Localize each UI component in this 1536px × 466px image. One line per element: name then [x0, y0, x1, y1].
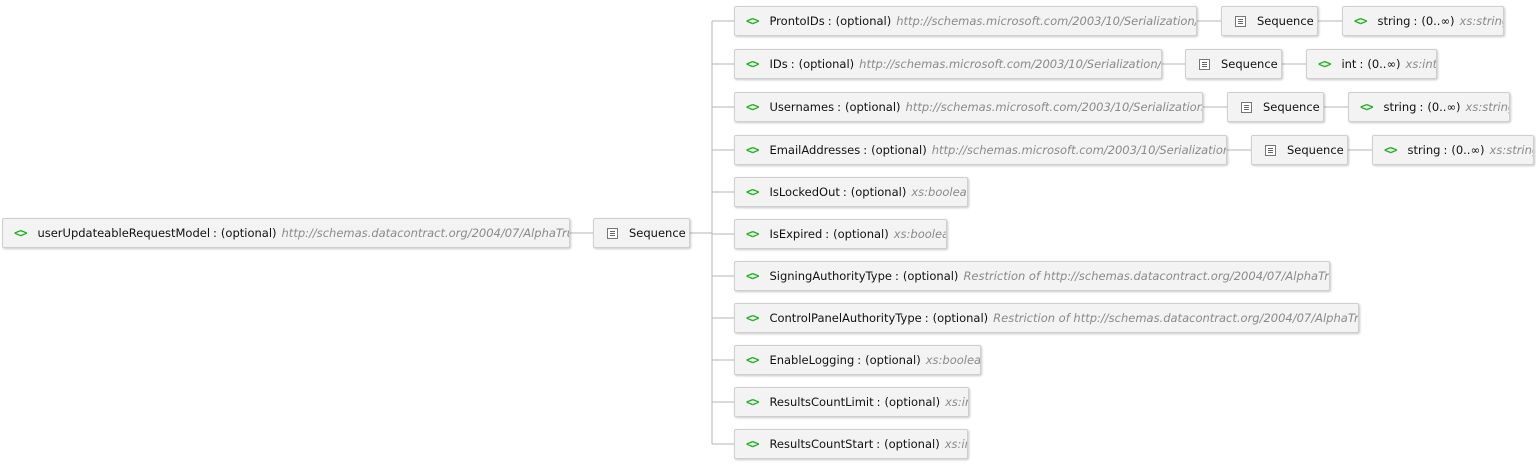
element-node-ids-item[interactable]: <> int : (0..∞) xs:int	[1306, 49, 1437, 79]
element-name: IsLockedOut	[769, 185, 840, 199]
element-occurs: (optional)	[865, 353, 921, 367]
element-node-signingauthoritytype[interactable]: <> SigningAuthorityType : (optional) Res…	[734, 261, 1330, 291]
sequence-icon	[1265, 144, 1276, 156]
sequence-node-emailaddresses[interactable]: Sequence	[1251, 135, 1348, 165]
element-name: string	[1407, 143, 1441, 157]
element-node-emailaddresses[interactable]: <> EmailAddresses : (optional) http://sc…	[734, 135, 1227, 165]
element-icon: <>	[1354, 14, 1367, 28]
element-type: http://schemas.microsoft.com/2003/10/Ser…	[905, 100, 1203, 114]
element-icon: <>	[746, 57, 759, 71]
element-occurs: (0..∞)	[1427, 100, 1461, 114]
element-occurs: (optional)	[884, 437, 940, 451]
element-name: EnableLogging	[769, 353, 855, 367]
element-icon: <>	[1360, 100, 1373, 114]
element-node-emailaddresses-item[interactable]: <> string : (0..∞) xs:string	[1372, 135, 1534, 165]
element-icon: <>	[746, 269, 759, 283]
element-icon: <>	[746, 437, 759, 451]
element-name: Usernames	[769, 100, 835, 114]
element-type: xs:boolean	[893, 227, 946, 241]
element-occurs: (optional)	[844, 100, 901, 114]
element-occurs: (0..∞)	[1367, 57, 1401, 71]
root-element-node[interactable]: <> userUpdateableRequestModel : (optiona…	[2, 218, 570, 248]
sequence-node-usernames[interactable]: Sequence	[1227, 92, 1324, 122]
element-occurs: (optional)	[871, 143, 927, 157]
element-node-resultscountlimit[interactable]: <> ResultsCountLimit : (optional) xs:int	[734, 387, 969, 417]
sequence-icon	[1241, 101, 1252, 113]
element-type: Restriction of http://schemas.datacontra…	[963, 269, 1330, 283]
element-icon: <>	[746, 143, 759, 157]
element-name: userUpdateableRequestModel	[37, 226, 211, 240]
element-icon: <>	[746, 353, 759, 367]
element-icon: <>	[14, 226, 27, 240]
element-occurs: (0..∞)	[1421, 14, 1455, 28]
element-type: xs:int	[1405, 57, 1437, 71]
element-node-controlpanelauthoritytype[interactable]: <> ControlPanelAuthorityType : (optional…	[734, 303, 1359, 333]
element-node-islockedout[interactable]: <> IsLockedOut : (optional) xs:boolean	[734, 177, 968, 207]
element-name: int	[1341, 57, 1357, 71]
element-node-ids[interactable]: <> IDs : (optional) http://schemas.micro…	[734, 49, 1162, 79]
sequence-node-prontoids[interactable]: Sequence	[1221, 6, 1318, 36]
sequence-icon	[1199, 58, 1210, 70]
sequence-icon	[1235, 15, 1246, 27]
element-type: http://schemas.datacontract.org/2004/07/…	[281, 226, 570, 240]
element-node-enablelogging[interactable]: <> EnableLogging : (optional) xs:boolean	[734, 345, 981, 375]
element-node-isexpired[interactable]: <> IsExpired : (optional) xs:boolean	[734, 219, 947, 249]
element-type: Restriction of http://schemas.datacontra…	[993, 311, 1359, 325]
element-icon: <>	[746, 100, 759, 114]
element-type: xs:string	[1489, 143, 1533, 157]
element-occurs: (optional)	[835, 14, 892, 28]
element-type: xs:int	[944, 437, 967, 451]
element-name: ProntoIDs	[769, 14, 825, 28]
element-type: http://schemas.microsoft.com/2003/10/Ser…	[859, 57, 1162, 71]
element-icon: <>	[1318, 57, 1331, 71]
element-node-prontoids[interactable]: <> ProntoIDs : (optional) http://schemas…	[734, 6, 1197, 36]
element-node-usernames-item[interactable]: <> string : (0..∞) xs:string	[1348, 92, 1510, 122]
element-name: EmailAddresses	[769, 143, 861, 157]
element-type: xs:string	[1465, 100, 1509, 114]
element-name: ControlPanelAuthorityType	[769, 311, 922, 325]
element-occurs: (optional)	[850, 185, 907, 199]
element-occurs: (optional)	[902, 269, 959, 283]
element-icon: <>	[746, 311, 759, 325]
element-occurs: (optional)	[220, 226, 277, 240]
element-occurs: (optional)	[798, 57, 855, 71]
element-type: xs:boolean	[911, 185, 968, 199]
element-occurs: (optional)	[833, 227, 889, 241]
element-occurs: (0..∞)	[1451, 143, 1485, 157]
element-type: xs:boolean	[925, 353, 981, 367]
root-sequence-node[interactable]: Sequence	[593, 218, 690, 248]
element-name: string	[1377, 14, 1411, 28]
element-icon: <>	[746, 395, 759, 409]
element-icon: <>	[746, 227, 759, 241]
element-node-prontoids-item[interactable]: <> string : (0..∞) xs:string	[1342, 6, 1504, 36]
element-name: IsExpired	[769, 227, 823, 241]
element-name: IDs	[769, 57, 788, 71]
element-name: ResultsCountStart	[769, 437, 874, 451]
element-icon: <>	[1384, 143, 1397, 157]
element-name: string	[1383, 100, 1417, 114]
element-type: xs:int	[945, 395, 968, 409]
sequence-icon	[607, 227, 618, 239]
element-node-usernames[interactable]: <> Usernames : (optional) http://schemas…	[734, 92, 1203, 122]
element-type: http://schemas.microsoft.com/2003/10/Ser…	[896, 14, 1197, 28]
sequence-node-ids[interactable]: Sequence	[1185, 49, 1282, 79]
element-occurs: (optional)	[932, 311, 989, 325]
element-icon: <>	[746, 185, 759, 199]
element-name: SigningAuthorityType	[769, 269, 892, 283]
element-occurs: (optional)	[884, 395, 941, 409]
element-name: ResultsCountLimit	[769, 395, 874, 409]
element-icon: <>	[746, 14, 759, 28]
element-node-resultscountstart[interactable]: <> ResultsCountStart : (optional) xs:int	[734, 429, 968, 459]
element-type: http://schemas.microsoft.com/2003/10/Ser…	[931, 143, 1226, 157]
element-type: xs:string	[1459, 14, 1503, 28]
